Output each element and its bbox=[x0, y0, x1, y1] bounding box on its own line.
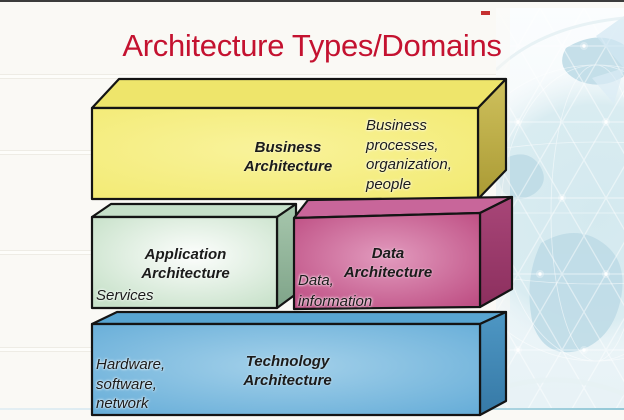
mesh-node-dots bbox=[514, 42, 610, 354]
business-architecture-box bbox=[90, 77, 508, 201]
data-architecture-annotation: Data, information bbox=[298, 270, 408, 312]
note-line: processes, bbox=[366, 136, 439, 154]
technology-architecture-annotation: Hardware, software, network bbox=[96, 355, 196, 414]
note-line: Data, bbox=[298, 272, 334, 289]
label-line: Business bbox=[254, 139, 322, 156]
note-line: information bbox=[298, 293, 373, 310]
technology-architecture-box bbox=[90, 310, 508, 417]
label-line: Architecture bbox=[243, 158, 333, 175]
red-accent-dash bbox=[481, 11, 490, 15]
label-line: Application bbox=[144, 246, 227, 263]
business-box-top-face bbox=[90, 77, 508, 110]
technology-box-side-face bbox=[478, 310, 508, 417]
label-line: Architecture bbox=[243, 372, 332, 389]
label-line: Architecture bbox=[141, 265, 230, 282]
note-line: Services bbox=[96, 287, 154, 304]
note-line: Hardware, bbox=[96, 356, 166, 373]
label-line: Architecture bbox=[343, 264, 433, 281]
technology-box-front-face bbox=[90, 322, 482, 417]
globe-background-image bbox=[446, 8, 624, 410]
label-line: Data bbox=[371, 245, 405, 262]
globe-illustration bbox=[446, 8, 624, 410]
application-box-front-face bbox=[90, 215, 279, 310]
technology-box-top-face bbox=[90, 310, 508, 326]
data-architecture-label: Data Architecture bbox=[310, 244, 466, 282]
data-box-side-face bbox=[478, 195, 514, 309]
business-architecture-annotation: Business processes, organization, people bbox=[366, 116, 476, 194]
application-architecture-annotation: Services bbox=[96, 286, 196, 306]
application-architecture-box bbox=[90, 202, 298, 310]
note-line: software, bbox=[96, 375, 157, 393]
application-architecture-label: Application Architecture bbox=[108, 245, 263, 283]
note-line: organization, bbox=[366, 156, 452, 173]
technology-architecture-label: Technology Architecture bbox=[210, 352, 365, 390]
business-architecture-label: Business Architecture bbox=[212, 138, 364, 176]
application-box-top-face bbox=[90, 202, 298, 219]
label-line: Technology bbox=[245, 353, 330, 370]
data-architecture-box bbox=[292, 195, 514, 311]
note-line: network bbox=[96, 395, 149, 412]
note-line: people bbox=[366, 175, 412, 193]
data-box-front-face bbox=[292, 211, 482, 311]
top-border-bar bbox=[0, 0, 624, 2]
note-line: Business bbox=[366, 117, 427, 134]
slide-title: Architecture Types/Domains bbox=[122, 28, 502, 63]
